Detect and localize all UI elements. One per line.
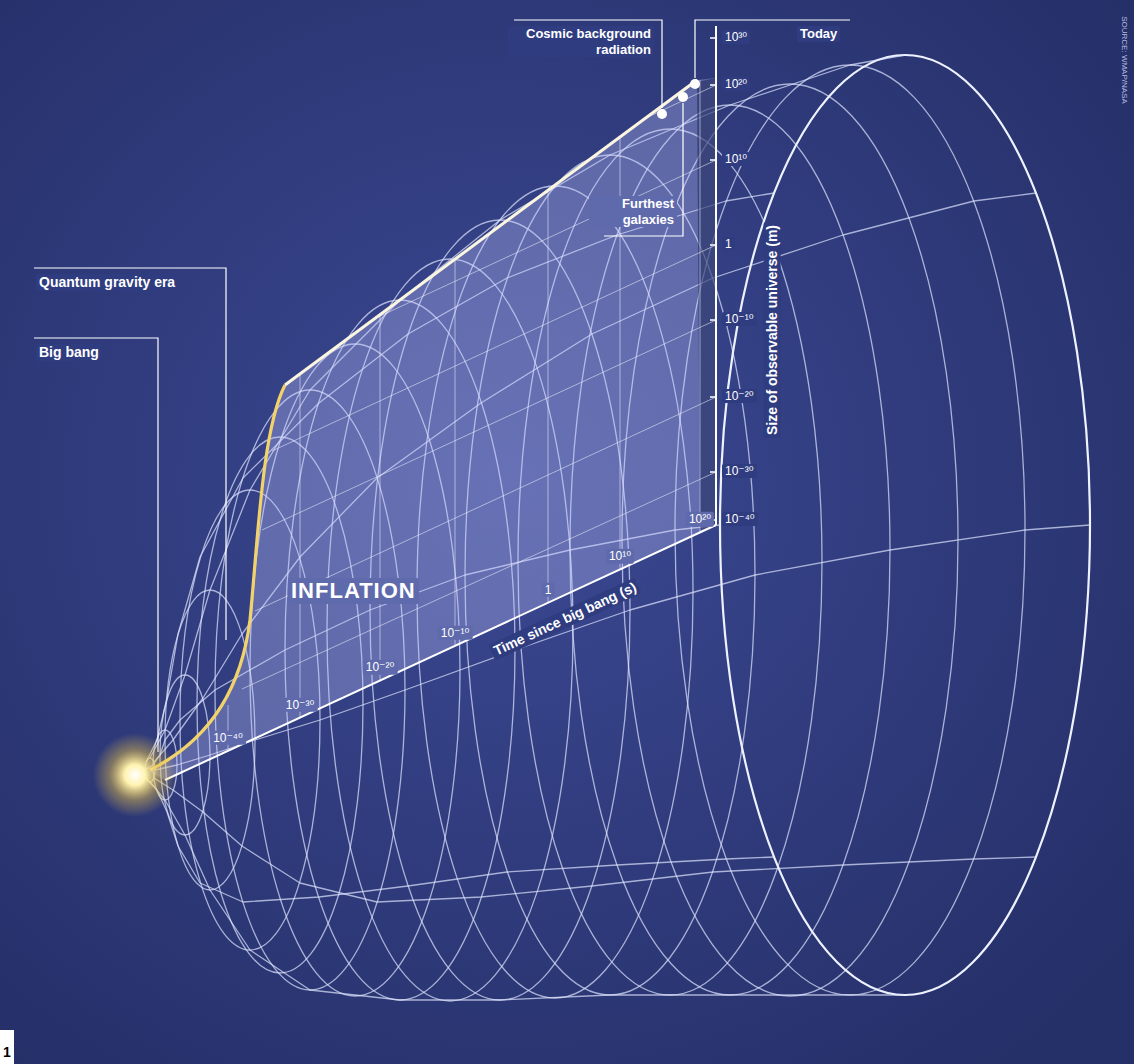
tick-label: 10⁻¹⁰ [722,312,757,326]
tick-label: 10¹⁰ [722,152,750,166]
tick-label: 10²⁰ [686,512,714,526]
axis-title: Time since big bang (s) [488,577,641,660]
tick-label: 10⁻³⁰ [283,697,318,711]
tick-label: 10³⁰ [722,30,750,44]
tick-label: 10¹⁰ [606,549,634,563]
tick-label: 10⁻⁴⁰ [722,512,758,526]
time-axis [165,525,716,780]
tick-label: 10⁻²⁰ [722,389,757,403]
big-bang-glow [93,733,177,817]
tick-label: 10⁻²⁰ [363,660,398,674]
annotation-label: Today [797,26,840,42]
leader-lines [34,20,850,752]
annotation-label: Quantum gravity era [36,274,178,291]
axis-ticks [710,38,716,520]
size-axis [715,26,717,525]
tick-label: 1 [722,237,735,251]
tick-label: 1 [542,583,555,597]
phase-label: INFLATION [288,578,419,604]
graph-plane [150,78,716,780]
annotation-label: Big bang [36,344,102,361]
annotation-label: Cosmic background radiation [508,26,654,57]
tick-label: 10⁻¹⁰ [438,626,473,640]
page-corner [0,1030,14,1064]
annotation-label: Furthest galaxies [589,196,677,227]
expansion-curve [150,385,285,770]
page-number: 1 [0,1044,14,1061]
expansion-line [285,80,697,385]
epoch-dots [657,79,700,119]
horn-lines [145,55,1090,1000]
plane-grid [228,80,716,751]
axis-title: Size of observable universe (m) [764,222,781,438]
horn-rings [145,65,1025,1001]
tick-label: 10⁻³⁰ [722,464,757,478]
tick-label: 10⁻⁴⁰ [210,731,246,745]
horn-rim [720,55,1090,995]
tick-label: 10²⁰ [722,77,750,91]
watermark: SOURCE: WMAP/NASA [1119,13,1129,107]
